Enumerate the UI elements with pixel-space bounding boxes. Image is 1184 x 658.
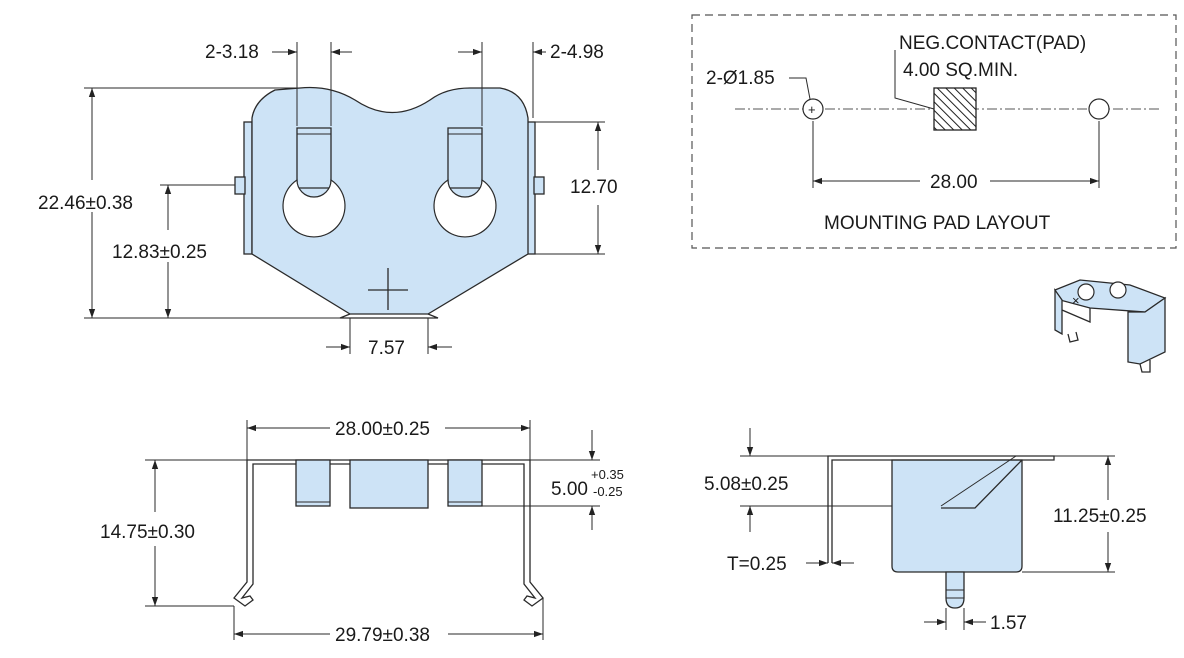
left-small-tab [234,176,246,195]
isometric-view: × [1054,279,1167,373]
right-slot [447,127,483,189]
dim-pin: 1.57 [990,613,1027,634]
neg-contact-size: 4.00 SQ.MIN. [903,60,1018,81]
dim-side-top: 5.08±0.25 [704,474,788,495]
side-bracket [827,455,1055,563]
dim-bottom-width: 29.79±0.38 [335,625,430,646]
front-view: 28.00±0.25 14.75±0.30 5.00 +0.35 -0.25 2… [100,419,624,646]
side-view: 5.08±0.25 11.25±0.25 T=0.25 1.57 [704,428,1147,634]
left-mounting-hole [802,98,824,120]
dim-side-height: 11.25±0.25 [1053,506,1147,527]
front-tab-center [349,459,429,509]
pad-layout-frame [691,14,1177,249]
pad-layout: + NEG.CONTACT(PAD) 4.00 SQ.MIN. 2-Ø1.85 … [691,14,1177,249]
svg-text:+: + [808,102,816,117]
dim-overall-height: 22.46±0.38 [38,193,133,214]
dim-top-width: 28.00±0.25 [335,419,430,440]
dim-tip-width: 7.57 [368,338,405,359]
right-mounting-hole [1088,98,1110,120]
front-tab-left [295,459,331,507]
top-view: 2-3.18 2-4.98 22.46±0.38 12.83±0.25 12.7… [38,42,618,359]
dim-slot-width-right: 2-4.98 [550,42,604,63]
dim-tab-height-plus: +0.35 [591,467,624,482]
side-body [891,459,1023,573]
right-small-tab [533,176,545,195]
neg-contact-pad [933,87,977,131]
front-tab-right [447,459,483,507]
neg-contact-label: NEG.CONTACT(PAD) [899,33,1086,54]
dim-tab-height-minus: -0.25 [593,484,623,499]
hole-diameter-label: 2-Ø1.85 [706,68,775,89]
dim-front-height: 14.75±0.30 [100,522,195,543]
left-slot [296,127,332,189]
svg-text:×: × [1072,293,1080,308]
pad-layout-title: MOUNTING PAD LAYOUT [824,213,1051,234]
dim-tab-height: 5.00 [551,479,588,500]
dim-hole-height: 12.83±0.25 [112,242,207,263]
pad-pitch: 28.00 [930,172,978,193]
dim-thickness: T=0.25 [727,554,787,575]
left-hole [282,178,346,238]
right-hole [433,178,497,238]
dim-slot-width-left: 2-3.18 [205,42,259,63]
dim-leg-height: 12.70 [570,177,618,198]
